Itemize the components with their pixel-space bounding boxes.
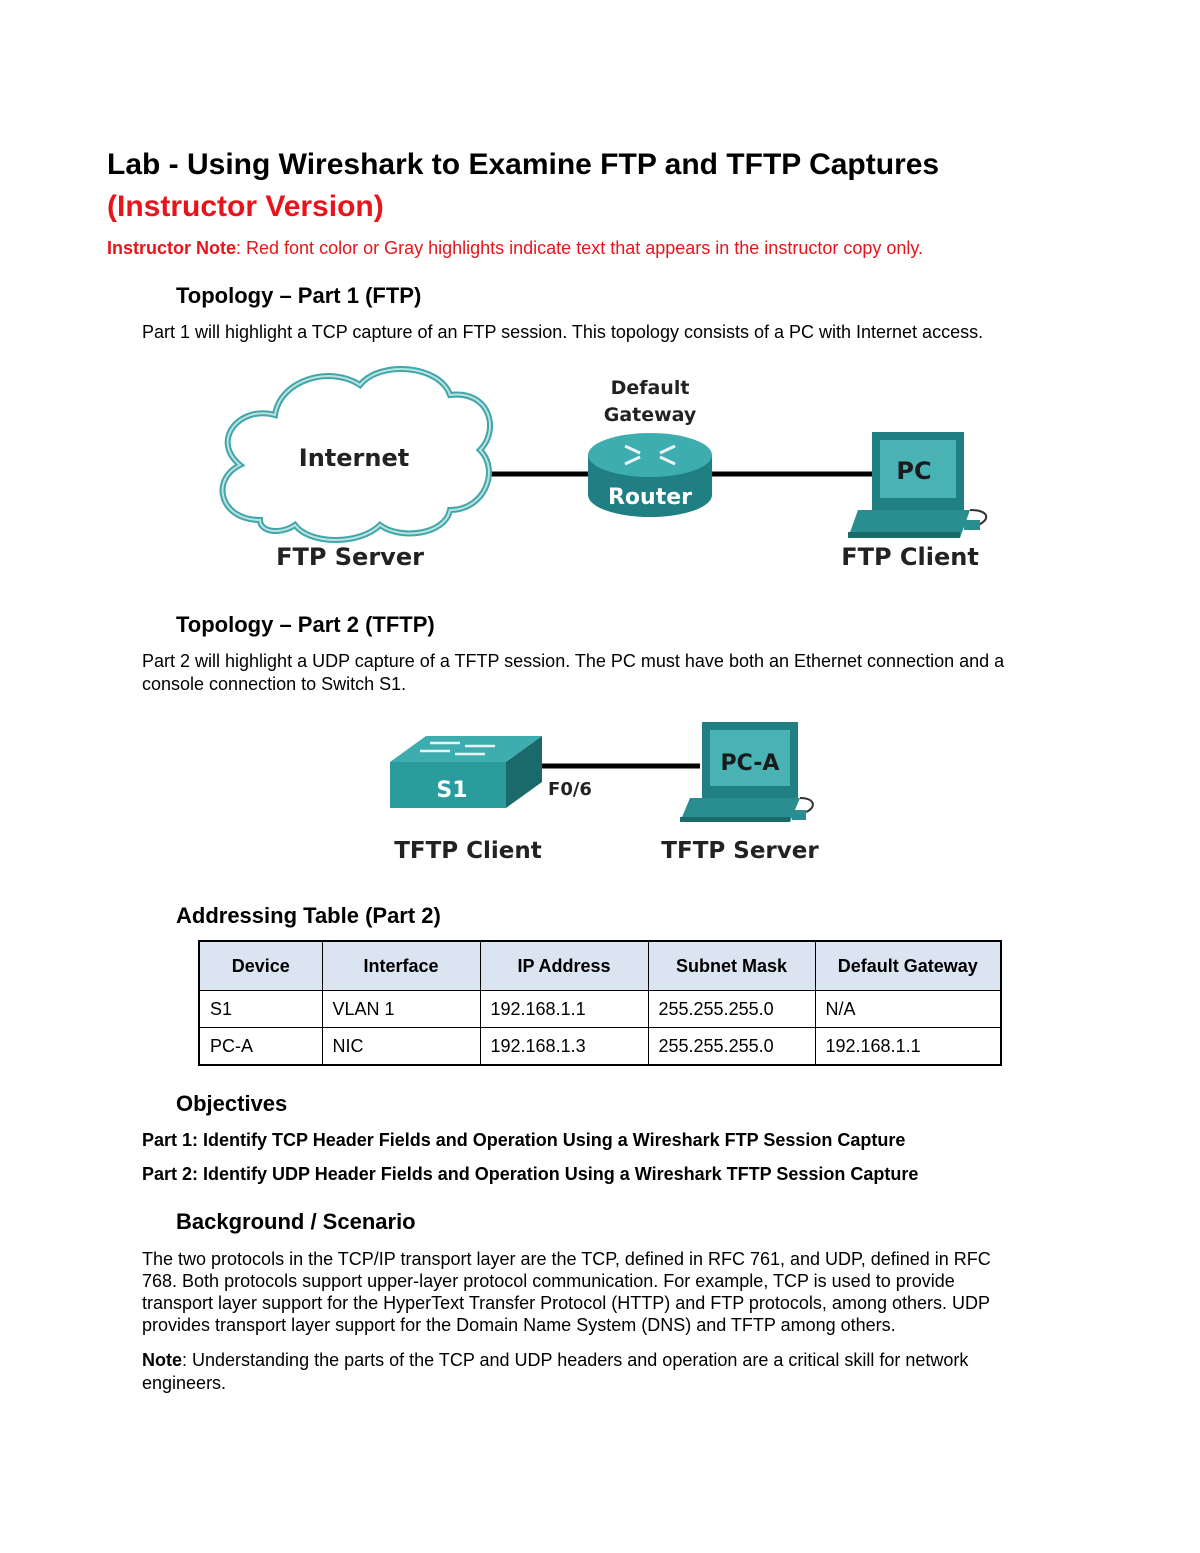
instructor-note-text: : Red font color or Gray highlights indi…: [236, 238, 924, 258]
table-cell: NIC: [321, 1027, 481, 1066]
port-label: F0/6: [548, 779, 592, 800]
background-line: 768. Both protocols support upper-layer …: [142, 1271, 955, 1291]
table-cell: VLAN 1: [321, 990, 481, 1028]
topology2-diagram: S1 F0/6 PC-A TFTP Client TFTP Server: [390, 722, 819, 864]
table-header-cell: Interface: [321, 940, 481, 991]
note-line2: engineers.: [142, 1373, 227, 1393]
topology2-description-line2: console connection to Switch S1.: [142, 674, 407, 694]
router-label: Router: [608, 485, 692, 510]
topology1-diagram: Internet Default Gateway Router PC FTP S…: [219, 366, 988, 571]
pc-a-icon: [680, 722, 814, 822]
note-label: Note: [142, 1350, 182, 1370]
ftp-client-caption: FTP Client: [841, 543, 979, 571]
background-line: provides transport layer support for the…: [142, 1315, 896, 1335]
switch-icon: [390, 736, 542, 808]
table-header-cell: IP Address: [479, 940, 649, 991]
objective-item: Part 1: Identify TCP Header Fields and O…: [142, 1130, 906, 1150]
background-line: The two protocols in the TCP/IP transpor…: [142, 1249, 991, 1269]
background-line: transport layer support for the HyperTex…: [142, 1293, 991, 1313]
version-subtitle: (Instructor Version): [107, 190, 384, 223]
table-cell: 192.168.1.1: [479, 990, 649, 1028]
cloud-label: Internet: [299, 444, 409, 472]
table-cell: S1: [198, 990, 323, 1028]
table-row: PC-A NIC 192.168.1.3 255.255.255.0 192.1…: [198, 1027, 1002, 1066]
table-cell: 192.168.1.3: [479, 1027, 649, 1066]
instructor-note: Instructor Note: Red font color or Gray …: [107, 236, 923, 260]
topology2-heading: Topology – Part 2 (TFTP): [176, 612, 435, 637]
router-icon: [588, 433, 712, 517]
tftp-server-caption: TFTP Server: [661, 838, 819, 864]
internet-cloud-icon: [219, 366, 493, 543]
addressing-heading: Addressing Table (Part 2): [176, 903, 441, 928]
pc-label: PC: [896, 457, 931, 485]
router-top-label-1: Default: [611, 377, 690, 399]
table-cell: PC-A: [198, 1027, 323, 1066]
pc-a-label: PC-A: [721, 751, 780, 776]
note-text: : Understanding the parts of the TCP and…: [182, 1350, 969, 1370]
table-row: S1 VLAN 1 192.168.1.1 255.255.255.0 N/A: [198, 990, 1002, 1028]
topology2-description-line1: Part 2 will highlight a UDP capture of a…: [142, 651, 1005, 671]
objective-item: Part 2: Identify UDP Header Fields and O…: [142, 1164, 919, 1184]
tftp-client-caption: TFTP Client: [394, 838, 542, 864]
table-cell: N/A: [814, 990, 1002, 1028]
pc-icon: [848, 432, 988, 538]
table-header-cell: Device: [198, 940, 323, 991]
instructor-note-label: Instructor Note: [107, 238, 237, 258]
page-title: Lab - Using Wireshark to Examine FTP and…: [107, 148, 940, 181]
switch-label: S1: [436, 778, 467, 803]
table-cell: 255.255.255.0: [647, 990, 816, 1028]
table-header-row: Device Interface IP Address Subnet Mask …: [198, 940, 1002, 991]
objectives-heading: Objectives: [176, 1091, 288, 1116]
background-heading: Background / Scenario: [176, 1209, 416, 1234]
table-cell: 192.168.1.1: [814, 1027, 1002, 1066]
table-cell: 255.255.255.0: [647, 1027, 816, 1066]
topology1-description: Part 1 will highlight a TCP capture of a…: [142, 322, 984, 342]
addressing-table: Device Interface IP Address Subnet Mask …: [198, 940, 1002, 1066]
note-line1: Note: Understanding the parts of the TCP…: [142, 1349, 968, 1372]
router-top-label-2: Gateway: [604, 404, 697, 426]
topology1-heading: Topology – Part 1 (FTP): [176, 283, 422, 308]
table-header-cell: Subnet Mask: [647, 940, 816, 991]
table-header-cell: Default Gateway: [814, 940, 1002, 991]
ftp-server-caption: FTP Server: [276, 543, 424, 571]
